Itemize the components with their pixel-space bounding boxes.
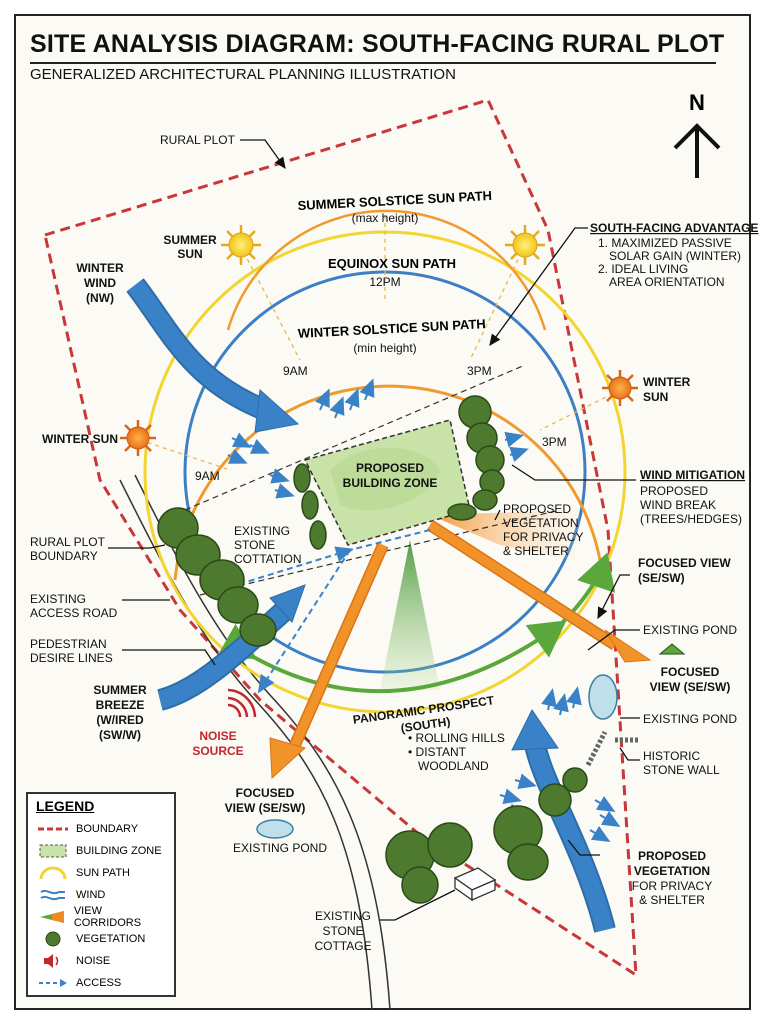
- legend: LEGEND BOUNDARY BUILDING ZONE SUN PATH W…: [26, 792, 176, 997]
- focused-view-right1-label: FOCUSED VIEW(SE/SW): [638, 556, 731, 585]
- proposed-veg-right-lines: FOR PRIVACY& SHELTER: [632, 879, 712, 907]
- legend-label: VEGETATION: [76, 933, 146, 945]
- winter-sun-left-icon: [120, 420, 156, 456]
- leader-lines: [108, 139, 640, 921]
- time-3pm-upper: 3PM: [467, 364, 492, 378]
- summer-max-note: (max height): [352, 211, 419, 225]
- legend-label: ACCESS: [76, 977, 122, 989]
- panoramic-prospect-arc: [215, 620, 567, 694]
- winter-path-label: WINTER SOLSTICE SUN PATH: [297, 316, 486, 341]
- legend-item-wind: WIND: [36, 884, 166, 906]
- summer-sun-right-icon: [505, 225, 545, 265]
- building-zone-swatch-icon: [36, 842, 70, 860]
- view-corridor-left: [269, 542, 389, 780]
- wind-mitigation-title: WIND MITIGATION: [640, 468, 745, 482]
- north-arrow-icon: [673, 123, 721, 178]
- rural-plot-label: RURAL PLOT: [160, 133, 236, 147]
- panoramic-view-cone: [380, 540, 440, 690]
- tree-icon: [36, 930, 70, 948]
- legend-label: SUN PATH: [76, 867, 130, 879]
- vegetation-clusters: [157, 395, 588, 904]
- building-zone: [303, 419, 471, 546]
- legend-label: NOISE: [76, 955, 111, 967]
- title-rule: [30, 62, 716, 64]
- winter-min-note: (min height): [353, 341, 416, 355]
- legend-item-sun-path: SUN PATH: [36, 862, 166, 884]
- legend-title: LEGEND: [36, 798, 95, 814]
- pond-right2-label: EXISTING POND: [643, 712, 737, 726]
- legend-item-view-corridors: VIEW CORRIDORS: [36, 905, 166, 929]
- plot-boundary: [43, 98, 638, 978]
- southeast-wind-arrow: [511, 709, 616, 933]
- legend-label: BOUNDARY: [76, 823, 139, 835]
- page-subtitle: GENERALIZED ARCHITECTURAL PLANNING ILLUS…: [30, 66, 456, 83]
- view-corridor-right: [426, 519, 652, 663]
- pond-right: [588, 674, 618, 720]
- winter-sun-path-inner: [226, 209, 547, 331]
- legend-item-access: ACCESS: [36, 972, 166, 994]
- equinox-path-label: EQUINOX SUN PATH: [328, 256, 456, 271]
- boundary-line-icon: [36, 820, 70, 838]
- pond-left-label: EXISTING POND: [233, 841, 327, 855]
- legend-item-vegetation: VEGETATION: [36, 928, 166, 950]
- hill-icon: [658, 643, 686, 655]
- noise-waves-icon: [227, 688, 257, 718]
- time-9am-lower: 9AM: [195, 469, 220, 483]
- summer-sun-left-icon: [221, 225, 261, 265]
- view-corridor-icon: [36, 908, 68, 926]
- shelter-zone: [430, 510, 580, 560]
- pond-left: [256, 819, 294, 839]
- south-advantage-title: SOUTH-FACING ADVANTAGE: [590, 221, 758, 235]
- legend-label: WIND: [76, 889, 106, 901]
- winter-sun-path: [173, 384, 602, 581]
- winter-wind-arrow: [126, 278, 300, 433]
- summer-path-label: SUMMER SOLSTICE SUN PATH: [297, 188, 492, 213]
- north-label: N: [689, 90, 705, 115]
- time-9am-upper: 9AM: [283, 364, 308, 378]
- sun-path-arc-icon: [36, 864, 70, 882]
- pond-right1-label: EXISTING POND: [643, 623, 737, 637]
- legend-label: BUILDING ZONE: [76, 845, 162, 857]
- speaker-icon: [36, 952, 70, 970]
- noon-label: 12PM: [369, 275, 400, 289]
- legend-label: VIEW CORRIDORS: [73, 905, 142, 929]
- winter-sun-left-label: WINTER SUN: [42, 432, 118, 446]
- stone-cottage-icon: [453, 867, 497, 902]
- legend-item-building-zone: BUILDING ZONE: [36, 840, 166, 862]
- wind-arrows-icon: [36, 886, 70, 904]
- legend-item-noise: NOISE: [36, 950, 166, 972]
- sun-angle-lines: [139, 215, 621, 471]
- time-3pm-lower: 3PM: [542, 435, 567, 449]
- axis-line: [184, 364, 526, 511]
- legend-item-boundary: BOUNDARY: [36, 818, 166, 840]
- stone-wall: [585, 730, 640, 767]
- page-title: SITE ANALYSIS DIAGRAM: SOUTH-FACING RURA…: [30, 30, 725, 58]
- winter-sun-right-icon: [602, 370, 638, 406]
- small-wind-arrows: [227, 378, 621, 843]
- access-arrow-icon: [36, 974, 70, 992]
